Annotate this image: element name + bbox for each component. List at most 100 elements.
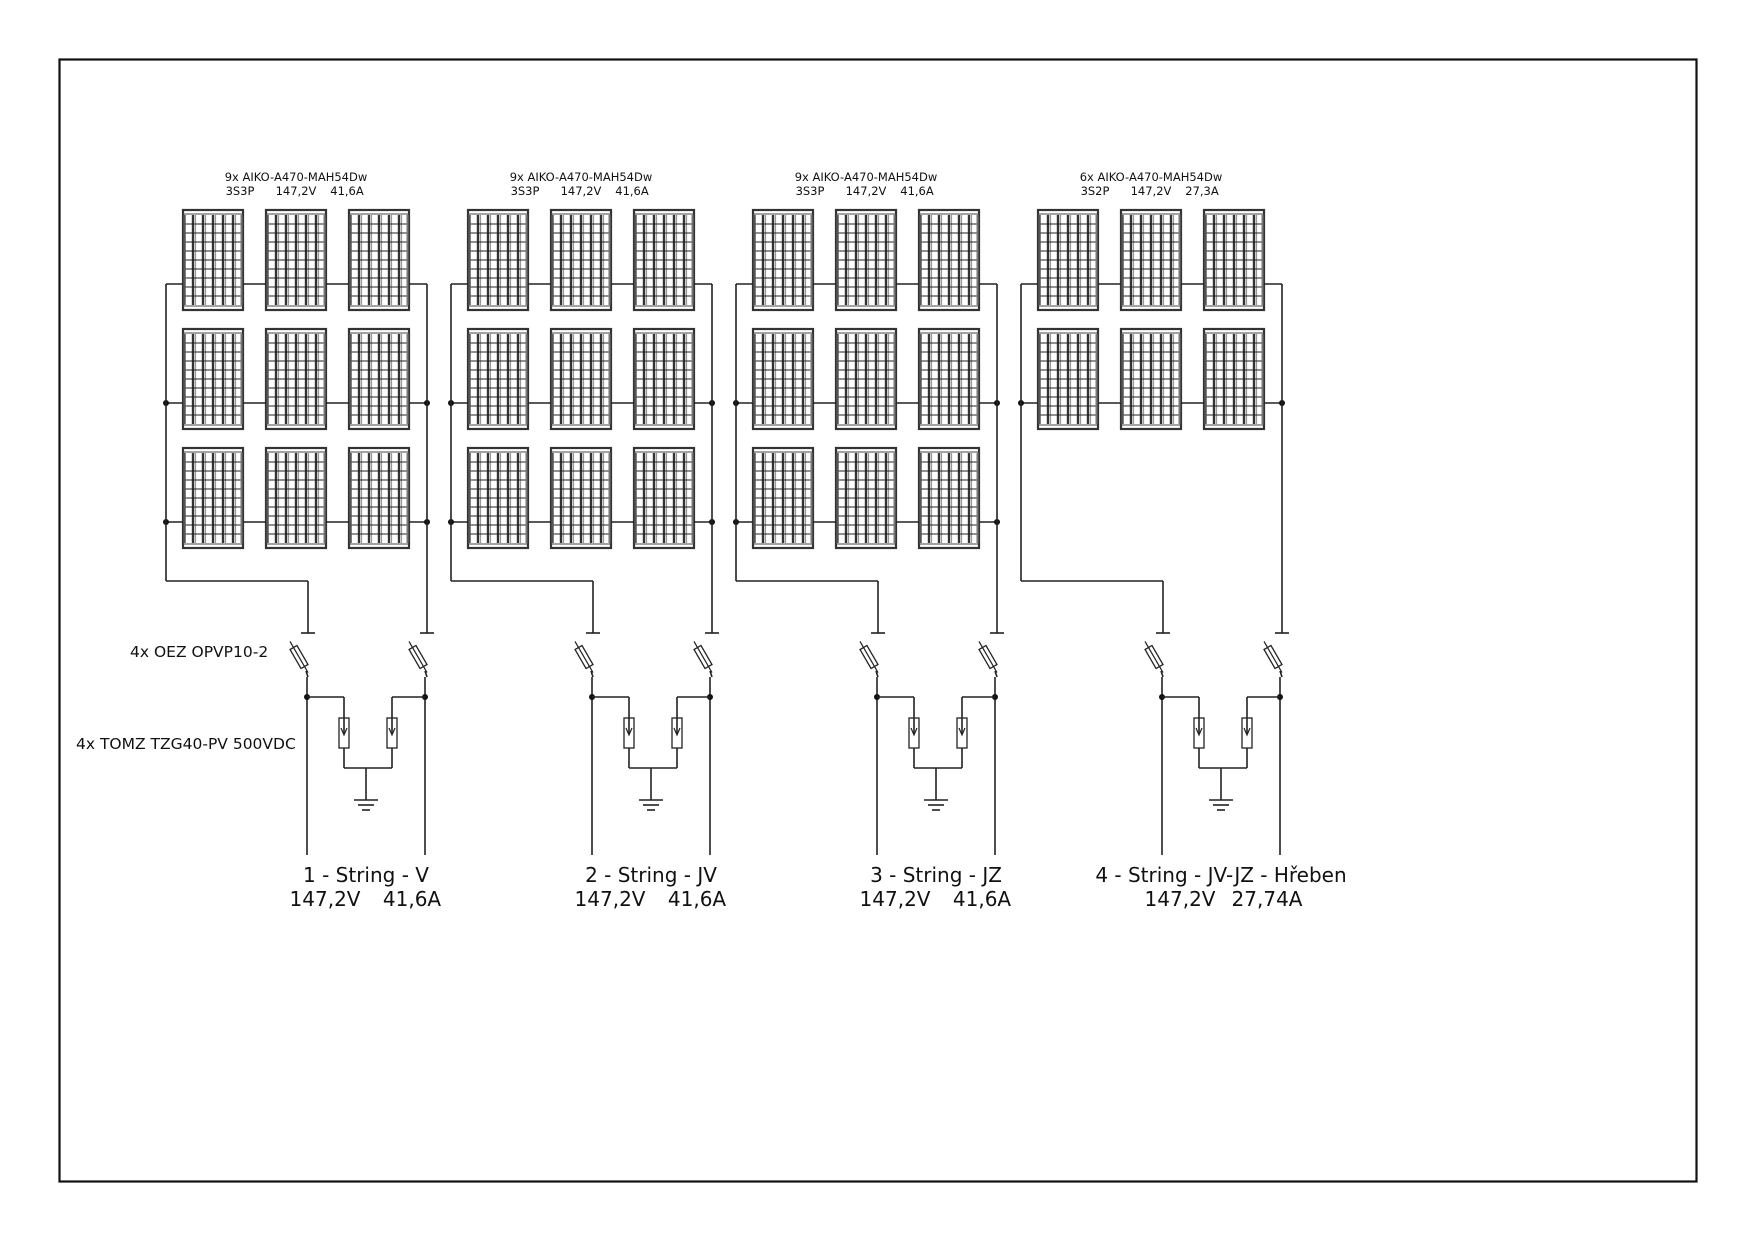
fuse-lead bbox=[994, 670, 998, 678]
fuse-body bbox=[574, 641, 594, 673]
fuse-disconnector-icon bbox=[978, 632, 1004, 678]
fuse-wire bbox=[859, 641, 879, 673]
string-name: 3 - String - JZ bbox=[870, 863, 1002, 887]
pv-panel bbox=[1036, 327, 1100, 431]
pv-panel bbox=[751, 327, 815, 431]
string-name: 1 - String - V bbox=[303, 863, 429, 887]
array-config: 3S3P bbox=[796, 184, 825, 198]
pv-panel bbox=[834, 327, 898, 431]
fuse-body bbox=[693, 641, 713, 673]
fuse-body bbox=[859, 641, 879, 673]
string-name: 2 - String - JV bbox=[585, 863, 717, 887]
fuse-lead bbox=[305, 670, 309, 678]
ground-icon bbox=[1209, 799, 1233, 811]
pv-panel bbox=[264, 327, 328, 431]
spd-label: 4x TOMZ TZG40-PV 500VDC bbox=[76, 735, 296, 753]
ground-icon bbox=[924, 799, 948, 811]
fuse-label: 4x OEZ OPVP10-2 bbox=[130, 643, 268, 661]
array-config: 3S2P bbox=[1081, 184, 1110, 198]
surge-protector-icon bbox=[386, 717, 398, 749]
pv-panel bbox=[751, 208, 815, 312]
fuse-disconnector-icon bbox=[859, 632, 885, 678]
string-current: 41,6A bbox=[383, 887, 442, 911]
spd-arrow bbox=[625, 727, 633, 737]
string-name: 4 - String - JV-JZ - Hřeben bbox=[1095, 863, 1346, 887]
array-header: 6x AIKO-A470-MAH54Dw bbox=[1080, 170, 1223, 184]
pv-panel bbox=[264, 208, 328, 312]
fuse-body bbox=[1144, 641, 1164, 673]
fuse-body bbox=[978, 641, 998, 673]
spd-arrow bbox=[388, 727, 396, 737]
surge-protector-icon bbox=[338, 717, 350, 749]
pv-panel bbox=[466, 327, 530, 431]
spd-arrow bbox=[340, 727, 348, 737]
pv-panel bbox=[264, 446, 328, 550]
pv-panel bbox=[1202, 208, 1266, 312]
fuse-disconnector-icon bbox=[1144, 632, 1170, 678]
string-voltage: 147,2V bbox=[575, 887, 646, 911]
ground-icon bbox=[354, 799, 378, 811]
pv-panel bbox=[347, 446, 411, 550]
pv-panel bbox=[917, 446, 981, 550]
fuse-wire bbox=[1263, 641, 1283, 673]
array-header: 9x AIKO-A470-MAH54Dw bbox=[510, 170, 653, 184]
pv-panel bbox=[917, 208, 981, 312]
spd-arrow bbox=[910, 727, 918, 737]
fuse-wire bbox=[574, 641, 594, 673]
pv-panel bbox=[1036, 208, 1100, 312]
fuse-lead bbox=[1279, 670, 1283, 678]
array-voltage: 147,2V bbox=[1131, 184, 1172, 198]
string-current: 41,6A bbox=[668, 887, 727, 911]
pv-panel bbox=[1119, 208, 1183, 312]
pv-panel bbox=[181, 327, 245, 431]
fuse-body bbox=[1263, 641, 1283, 673]
string-voltage: 147,2V bbox=[1145, 887, 1216, 911]
pv-panel bbox=[347, 327, 411, 431]
array-current: 41,6A bbox=[615, 184, 649, 198]
spd-arrow bbox=[1195, 727, 1203, 737]
array-voltage: 147,2V bbox=[846, 184, 887, 198]
fuse-lead bbox=[709, 670, 713, 678]
fuse-disconnector-icon bbox=[408, 632, 434, 678]
array-voltage: 147,2V bbox=[561, 184, 602, 198]
pv-panel bbox=[1119, 327, 1183, 431]
string-voltage: 147,2V bbox=[290, 887, 361, 911]
pv-panel bbox=[549, 208, 613, 312]
fuse-lead bbox=[875, 670, 879, 678]
surge-protector-icon bbox=[623, 717, 635, 749]
fuse-lead bbox=[424, 670, 428, 678]
fuse-disconnector-icon bbox=[574, 632, 600, 678]
surge-protector-icon bbox=[908, 717, 920, 749]
pv-panel bbox=[1202, 327, 1266, 431]
pv-panel bbox=[347, 208, 411, 312]
pv-panel bbox=[751, 446, 815, 550]
pv-panel bbox=[181, 446, 245, 550]
pv-panel bbox=[549, 446, 613, 550]
fuse-lead bbox=[590, 670, 594, 678]
spd-arrow bbox=[1243, 727, 1251, 737]
array-current: 41,6A bbox=[330, 184, 364, 198]
pv-panel bbox=[632, 446, 696, 550]
fuse-disconnector-icon bbox=[289, 632, 315, 678]
spd-arrow bbox=[958, 727, 966, 737]
string-current: 41,6A bbox=[953, 887, 1012, 911]
pv-panel bbox=[181, 208, 245, 312]
fuse-wire bbox=[289, 641, 309, 673]
array-header: 9x AIKO-A470-MAH54Dw bbox=[795, 170, 938, 184]
string-current: 27,74A bbox=[1232, 887, 1303, 911]
array-current: 41,6A bbox=[900, 184, 934, 198]
surge-protector-icon bbox=[956, 717, 968, 749]
pv-panel bbox=[466, 208, 530, 312]
pv-panel bbox=[834, 208, 898, 312]
fuse-body bbox=[408, 641, 428, 673]
surge-protector-icon bbox=[671, 717, 683, 749]
fuse-wire bbox=[1144, 641, 1164, 673]
surge-protector-icon bbox=[1241, 717, 1253, 749]
pv-panel bbox=[632, 327, 696, 431]
